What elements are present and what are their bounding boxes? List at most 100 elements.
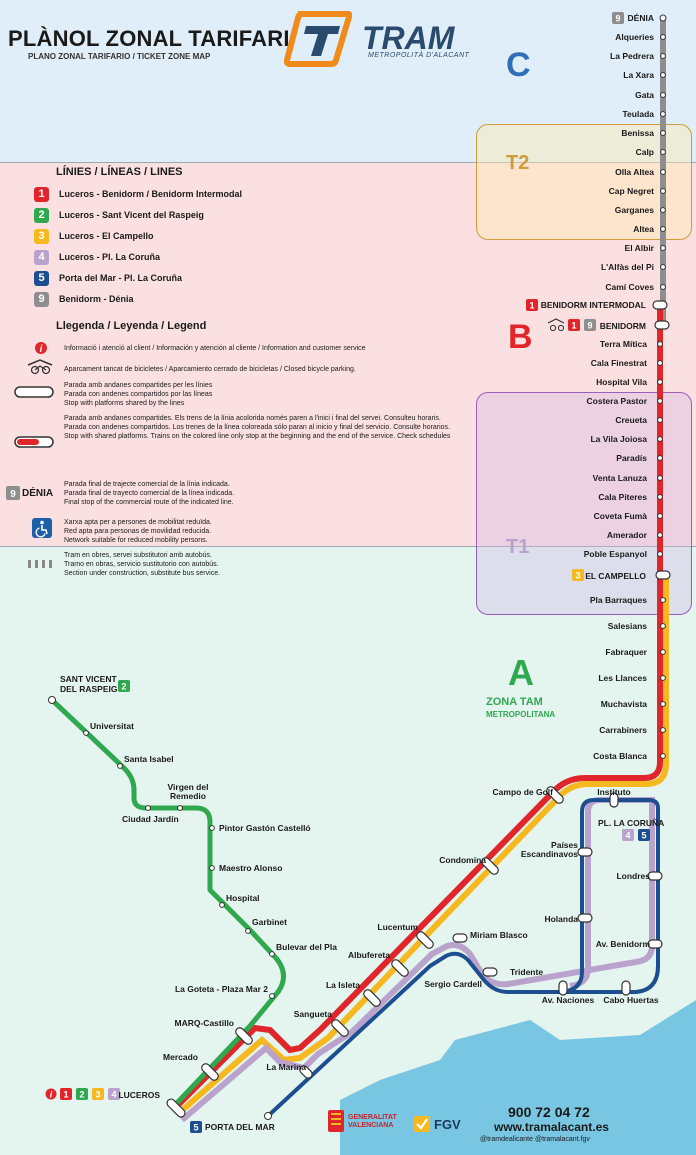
station-label[interactable]: Remedio (170, 791, 206, 801)
station-label[interactable]: Calp (636, 147, 654, 157)
stop-marker (245, 928, 251, 934)
station-label[interactable]: Amerador (607, 530, 648, 540)
zone-c-label: C (506, 46, 531, 84)
station-label[interactable]: Alqueries (615, 32, 654, 42)
station-label[interactable]: Mercado (163, 1052, 198, 1062)
station-label[interactable]: La Vila Joiosa (590, 434, 647, 444)
station-label[interactable]: Lucentum (377, 922, 418, 932)
station-label[interactable]: Costera Pastor (587, 396, 648, 406)
station-label[interactable]: Tridente (510, 967, 543, 977)
station-label[interactable]: Olla Altea (615, 167, 654, 177)
station-label[interactable]: Escandinavos (521, 849, 578, 859)
station-label[interactable]: Cap Negret (609, 186, 655, 196)
station-label[interactable]: Sangueta (294, 1009, 333, 1019)
station-label[interactable]: Cabo Huertas (603, 995, 659, 1005)
station-label[interactable]: Av. Naciones (542, 995, 595, 1005)
website[interactable]: www.tramalacant.es (494, 1120, 609, 1134)
station-label[interactable]: Campo de Golf (493, 787, 554, 797)
station-label[interactable]: L'Alfàs del Pi (601, 262, 654, 272)
station-label[interactable]: La Xara (623, 70, 654, 80)
social-handles[interactable]: @tramdealicante @tramalacant.fgv (480, 1136, 590, 1143)
shared-stop-marker (235, 1027, 253, 1045)
station-label[interactable]: Virgen del (168, 782, 209, 792)
station-label[interactable]: MARQ-Castillo (175, 1018, 235, 1028)
station-label[interactable]: Santa Isabel (124, 754, 174, 764)
station-label[interactable]: Condomina (439, 855, 486, 865)
station-label[interactable]: LUCEROS (118, 1090, 160, 1100)
station-label[interactable]: Carrabiners (599, 725, 647, 735)
station-label[interactable]: Fabraquer (605, 647, 647, 657)
station-label[interactable]: Pla Barraques (590, 595, 647, 605)
fgv-label: FGV (434, 1117, 461, 1132)
station-label[interactable]: Gata (635, 90, 654, 100)
station-label[interactable]: La Isleta (326, 980, 360, 990)
legend-text-wheelchair-icon: Xarxa apta per a persones de mobilitat r… (64, 519, 212, 544)
station-label[interactable]: Sergio Cardell (424, 979, 482, 989)
station-label[interactable]: Instituto (597, 787, 631, 797)
station-label[interactable]: Miriam Blasco (470, 930, 528, 940)
stop-marker (269, 993, 275, 999)
line-badge: 9 (34, 291, 49, 307)
station-label[interactable]: La Goteta - Plaza Mar 2 (175, 984, 268, 994)
zone-a-label: A (508, 652, 534, 693)
station-label[interactable]: EL CAMPELLO (585, 571, 646, 581)
station-label[interactable]: BENIDORM INTERMODAL (541, 300, 646, 310)
station-label[interactable]: Poble Espanyol (584, 549, 647, 559)
station-label[interactable]: Cala Piteres (598, 492, 647, 502)
station-label[interactable]: Camí Coves (605, 282, 654, 292)
station-label[interactable]: DEL RASPEIG (60, 684, 118, 694)
station-label[interactable]: Holanda (544, 914, 578, 924)
station-label[interactable]: Benissa (621, 128, 654, 138)
svg-text:1: 1 (571, 321, 576, 331)
shared-stop-marker (452, 933, 468, 943)
station-label[interactable]: Salesians (608, 621, 647, 631)
stop-marker (48, 696, 56, 704)
stop-marker (660, 727, 666, 733)
station-label[interactable]: Universitat (90, 721, 134, 731)
station-label[interactable]: PL. LA CORUÑA (598, 818, 664, 828)
station-label[interactable]: BENIDORM (600, 321, 646, 331)
station-label[interactable]: Av. Benidorm (596, 939, 651, 949)
station-label[interactable]: La Marina (266, 1062, 306, 1072)
stop-marker (660, 597, 666, 603)
station-label[interactable]: Paradís (616, 453, 647, 463)
station-label[interactable]: Muchavista (601, 699, 648, 709)
station-label[interactable]: Venta Lanuza (593, 473, 648, 483)
station-label[interactable]: Ciudad Jardín (122, 814, 179, 824)
station-label[interactable]: Altea (633, 224, 654, 234)
station-label[interactable]: Hospital Vila (596, 377, 647, 387)
station-label[interactable]: Maestro Alonso (219, 863, 282, 873)
station-label[interactable]: Terra Mítica (600, 339, 647, 349)
stop-marker (660, 675, 666, 681)
station-label[interactable]: Coveta Fumà (594, 511, 648, 521)
station-label[interactable]: Pintor Gastón Castelló (219, 823, 311, 833)
station-label[interactable]: Costa Blanca (593, 751, 647, 761)
station-label[interactable]: Hospital (226, 893, 260, 903)
station-label[interactable]: Bulevar del Pla (276, 942, 337, 952)
station-label[interactable]: SANT VICENT (60, 674, 117, 684)
stop-marker (660, 111, 666, 117)
station-label[interactable]: Creueta (615, 415, 647, 425)
station-label[interactable]: PORTA DEL MAR (205, 1122, 275, 1132)
shared-stop-marker (647, 871, 663, 881)
station-label[interactable]: Garganes (615, 205, 654, 215)
shared-stop-marker (391, 959, 409, 977)
line-badge: 1 (34, 186, 49, 202)
svg-text:2: 2 (79, 1090, 84, 1100)
station-label[interactable]: DÉNIA (628, 13, 654, 23)
station-label[interactable]: Albufereta (348, 950, 390, 960)
shared-stop-marker (482, 967, 498, 977)
station-label[interactable]: La Pedrera (610, 51, 654, 61)
station-label[interactable]: Les Llances (598, 673, 647, 683)
station-label[interactable]: Londres (616, 871, 650, 881)
station-label[interactable]: Teulada (623, 109, 655, 119)
station-label[interactable]: Países (551, 840, 578, 850)
terminal-stop-label: DÉNIA (22, 488, 54, 499)
station-label[interactable]: El Albir (625, 243, 655, 253)
station-label[interactable]: Cala Finestrat (591, 358, 647, 368)
bicycle-parking-icon (27, 359, 53, 375)
station-label[interactable]: Garbinet (252, 917, 287, 927)
